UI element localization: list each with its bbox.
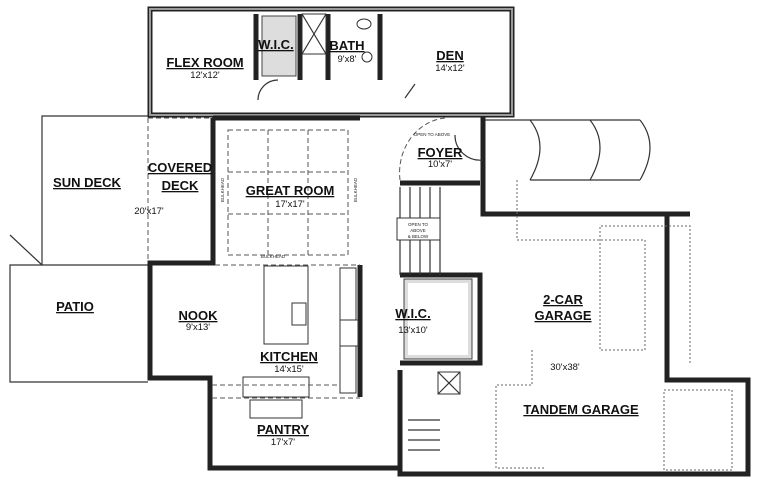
garage-size: 30'x38' — [550, 362, 580, 373]
exterior-outlines — [9, 115, 213, 383]
main-walls — [147, 115, 751, 477]
garage-label-1: 2-CAR — [543, 292, 583, 307]
wic-lower-label: W.I.C. — [395, 306, 430, 321]
open-note-3: & BELOW — [408, 234, 429, 239]
covered-deck-label-1: COVERED — [148, 160, 212, 175]
foyer-size: 10'x7' — [428, 159, 452, 170]
great-room-label: GREAT ROOM — [246, 183, 335, 198]
upper-walls — [147, 6, 515, 118]
pantry-label: PANTRY — [257, 422, 309, 437]
wic-lower-size: 13'x10' — [398, 325, 428, 336]
bulkhead-note-left: BULKHEAD — [220, 177, 225, 202]
den-label: DEN — [436, 48, 463, 63]
open-note-2: ABOVE — [410, 228, 426, 233]
tandem-garage-label: TANDEM GARAGE — [523, 402, 639, 417]
kitchen-size: 14'x15' — [274, 364, 304, 375]
flex-room-label: FLEX ROOM — [166, 55, 243, 70]
nook-label: NOOK — [179, 308, 219, 323]
nook-size: 9'x13' — [186, 322, 210, 333]
pantry-size: 17'x7' — [271, 437, 295, 448]
foyer-label: FOYER — [418, 145, 463, 160]
stairs — [396, 187, 441, 451]
garage-doors — [485, 119, 733, 471]
bulkhead-note-bottom: BULKHEAD — [261, 254, 286, 259]
garage-label-2: GARAGE — [534, 308, 591, 323]
flex-room-size: 12'x12' — [190, 70, 220, 81]
kitchen-fixtures — [212, 265, 360, 419]
sun-deck-label: SUN DECK — [53, 175, 122, 190]
covered-deck-label-2: DECK — [162, 178, 199, 193]
great-room-ceiling-grid — [215, 129, 360, 266]
bath-label: BATH — [329, 38, 364, 53]
great-room-size: 17'x17' — [275, 199, 305, 210]
open-note-1: OPEN TO — [408, 222, 429, 227]
wic-upper-label: W.I.C. — [258, 37, 293, 52]
kitchen-label: KITCHEN — [260, 349, 318, 364]
den-size: 14'x12' — [435, 63, 465, 74]
covered-deck-size: 20'x17' — [134, 206, 164, 217]
bulkhead-note-right: BULKHEAD — [353, 177, 358, 202]
patio-label: PATIO — [56, 299, 94, 314]
open-to-above-note: OPEN TO ABOVE — [414, 132, 451, 137]
bath-size: 9'x8' — [338, 54, 357, 65]
